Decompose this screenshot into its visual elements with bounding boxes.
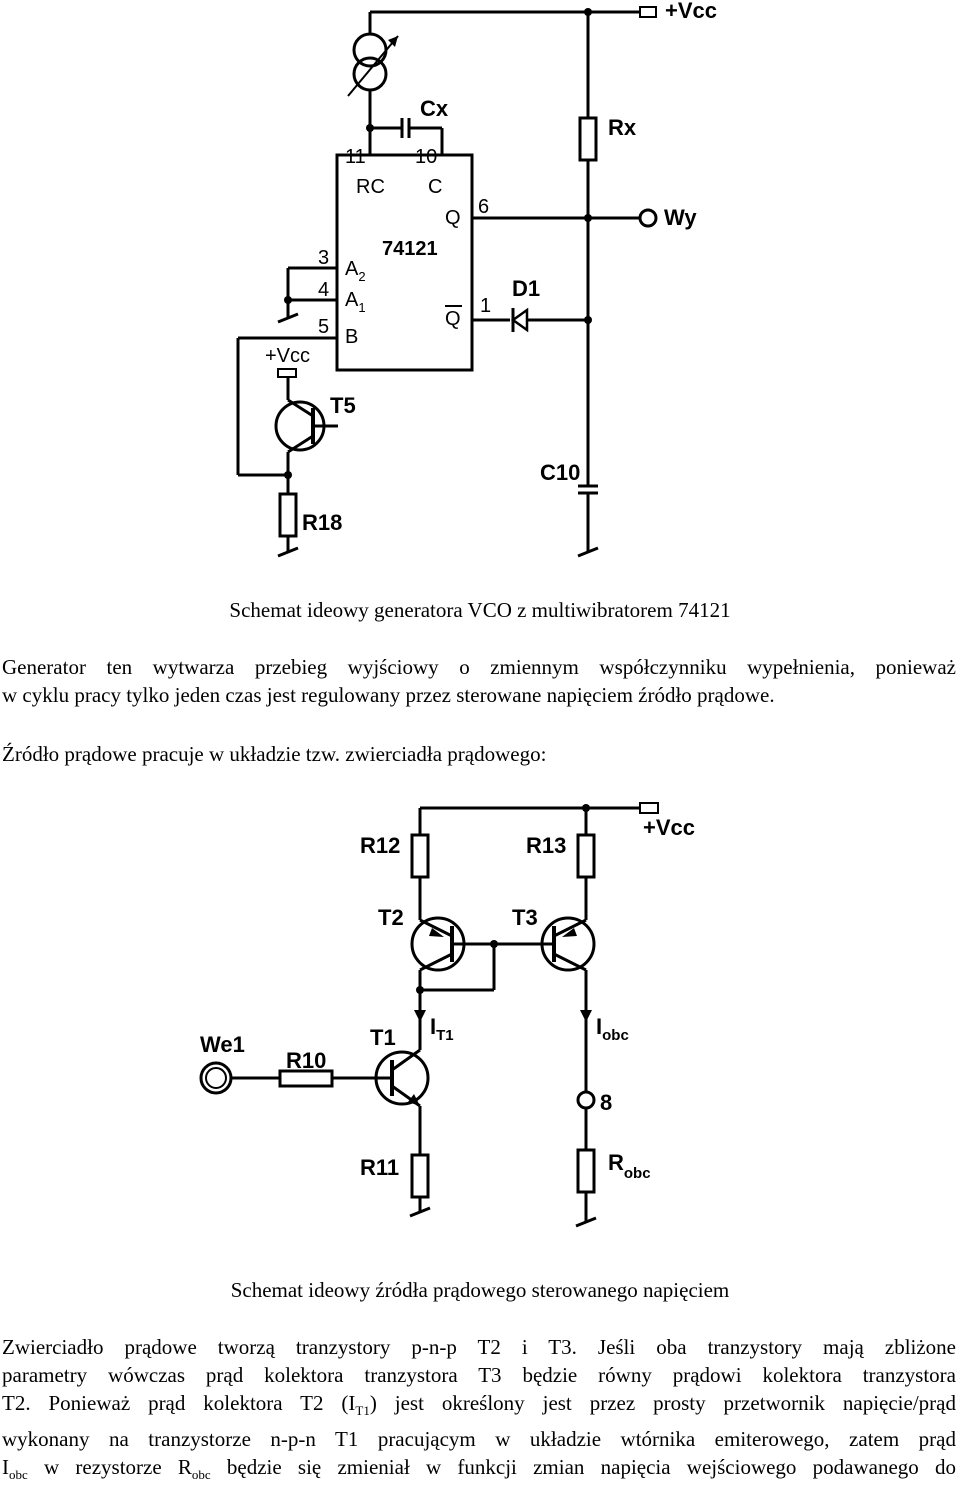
paragraph-mirror-line2: parametry wówczas prąd kolektora tranzys…	[2, 1363, 956, 1387]
vcc-left-label: +Vcc	[265, 345, 310, 367]
robc-label: Robc	[608, 1150, 651, 1182]
pin1-label: 1	[480, 295, 491, 317]
c-pin-label: C	[428, 176, 442, 198]
r18-label: R18	[302, 510, 342, 535]
t5-transistor	[274, 398, 338, 454]
wy-output-terminal	[638, 208, 658, 228]
r11-resistor	[410, 1153, 430, 1199]
r12-resistor	[410, 833, 430, 879]
ground-symbol-inputs	[277, 312, 299, 324]
rc-pin-label: RC	[356, 176, 385, 198]
vco-schematic: +Vcc Rx Wy Cx 11 10 RC C Q 74121 A2 A1 Q…	[236, 0, 717, 558]
paragraph-mirror-line3: T2. Ponieważ prąd kolektora T2 (IT1) jes…	[2, 1391, 956, 1419]
r10-resistor	[278, 1069, 334, 1088]
b-pin-label: B	[345, 326, 358, 348]
current-mirror-schematic: +Vcc R12 R13 T2 T3 IT1 Iobc We1	[199, 802, 695, 1228]
ground-symbol-r18	[277, 546, 299, 558]
t3-label: T3	[512, 905, 538, 930]
ground-symbol-robc	[575, 1216, 597, 1228]
t2-label: T2	[378, 905, 404, 930]
r18-resistor	[278, 492, 298, 538]
t1-transistor	[374, 1048, 430, 1108]
paragraph-mirror-line4: wykonany na tranzystorze n-p-n T1 pracuj…	[2, 1427, 956, 1452]
pin5-label: 5	[318, 316, 329, 338]
q-pin-label: Q	[445, 207, 461, 229]
chip-name: 74121	[382, 238, 438, 260]
cx-capacitor	[366, 118, 444, 155]
t5-label: T5	[330, 393, 356, 418]
r13-resistor	[576, 833, 596, 879]
paragraph-generator: Generator ten wytwarza przebieg wyjściow…	[2, 653, 956, 709]
paragraph-mirror-line5: Iobc w rezystorze Robc będzie się zmieni…	[2, 1455, 956, 1483]
d1-label: D1	[512, 276, 540, 301]
ic-74121	[335, 153, 474, 372]
r10-label: R10	[286, 1048, 326, 1073]
qbar-pin-label: Q	[445, 308, 461, 330]
r13-label: R13	[526, 833, 566, 858]
paragraph-mirror-line1: Zwierciadło prądowe tworzą tranzystory p…	[2, 1335, 956, 1359]
rx-label: Rx	[608, 115, 637, 140]
caption-vco: Schemat ideowy generatora VCO z multiwib…	[229, 598, 731, 622]
r11-label: R11	[360, 1155, 399, 1180]
we1-label: We1	[200, 1032, 245, 1057]
a2-pin-label: A2	[345, 258, 366, 284]
paragraph-source: Źródło prądowe pracuje w układzie tzw. z…	[2, 742, 547, 766]
paragraph-mirror: Zwierciadło prądowe tworzą tranzystory p…	[2, 1333, 956, 1489]
c10-label: C10	[540, 460, 580, 485]
d1-diode	[510, 307, 592, 333]
t2-transistor	[410, 916, 494, 972]
current-source-symbol	[347, 10, 588, 155]
robc-resistor	[576, 1148, 596, 1194]
rx-resistor	[578, 116, 598, 162]
vcc-top-label: +Vcc	[665, 0, 717, 23]
node8-label: 8	[600, 1090, 612, 1115]
pin6-label: 6	[478, 196, 489, 218]
t3-transistor	[494, 916, 596, 972]
it1-label: IT1	[430, 1014, 454, 1044]
vcc-rail-top	[584, 6, 657, 18]
ground-symbol-r11	[409, 1206, 431, 1218]
paragraph-generator-line2: w cyklu pracy tylko jeden czas jest regu…	[2, 683, 775, 707]
wy-label: Wy	[664, 205, 697, 230]
pin3-label: 3	[318, 247, 329, 269]
a1-pin-label: A1	[345, 289, 366, 315]
pin10-label: 10	[415, 146, 437, 168]
cx-label: Cx	[420, 96, 449, 121]
we1-input-terminal	[199, 1061, 233, 1095]
node8-terminal	[576, 1090, 596, 1110]
pin4-label: 4	[318, 279, 329, 301]
pin11-label: 11	[345, 146, 366, 168]
c10-capacitor	[577, 484, 599, 558]
iobc-label: Iobc	[596, 1014, 629, 1044]
t1-label: T1	[370, 1025, 396, 1050]
r12-label: R12	[360, 833, 400, 858]
caption-current-source: Schemat ideowy źródła prądowego sterowan…	[230, 1278, 730, 1302]
paragraph-generator-line1: Generator ten wytwarza przebieg wyjściow…	[2, 655, 956, 679]
vcc-mirror-label: +Vcc	[643, 815, 695, 840]
